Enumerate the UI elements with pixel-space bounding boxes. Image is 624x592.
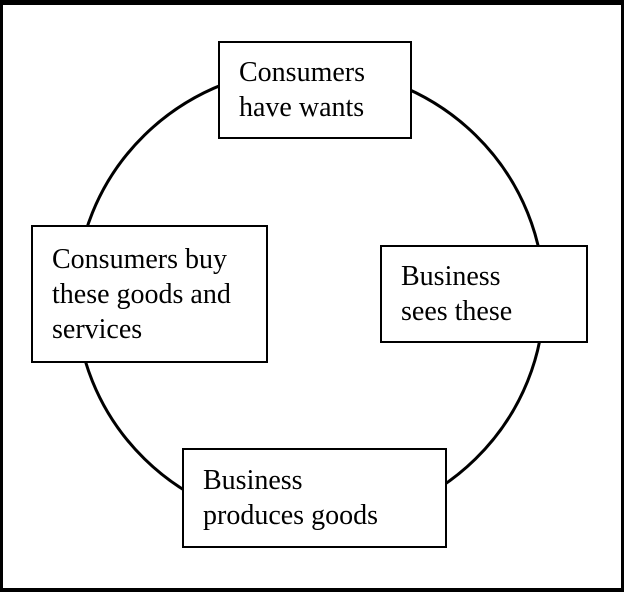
node-line: Business [401,261,501,292]
node-line: have wants [239,92,365,123]
node-line: produces goods [203,500,378,531]
node-consumers-have-wants: Consumers have wants [218,41,412,139]
node-line: Consumers [239,57,365,88]
node-line: services [52,313,143,345]
node-business-produces-goods: Business produces goods [182,448,447,548]
node-line: sees these [401,296,513,327]
node-line: Consumers buy [52,243,227,275]
node-line: Business [203,465,303,496]
node-line: these goods and [52,278,231,310]
node-business-sees-these: Business sees these [380,245,588,343]
node-consumers-buy-these-goods-and-services: Consumers buy these goods and services [31,225,268,363]
